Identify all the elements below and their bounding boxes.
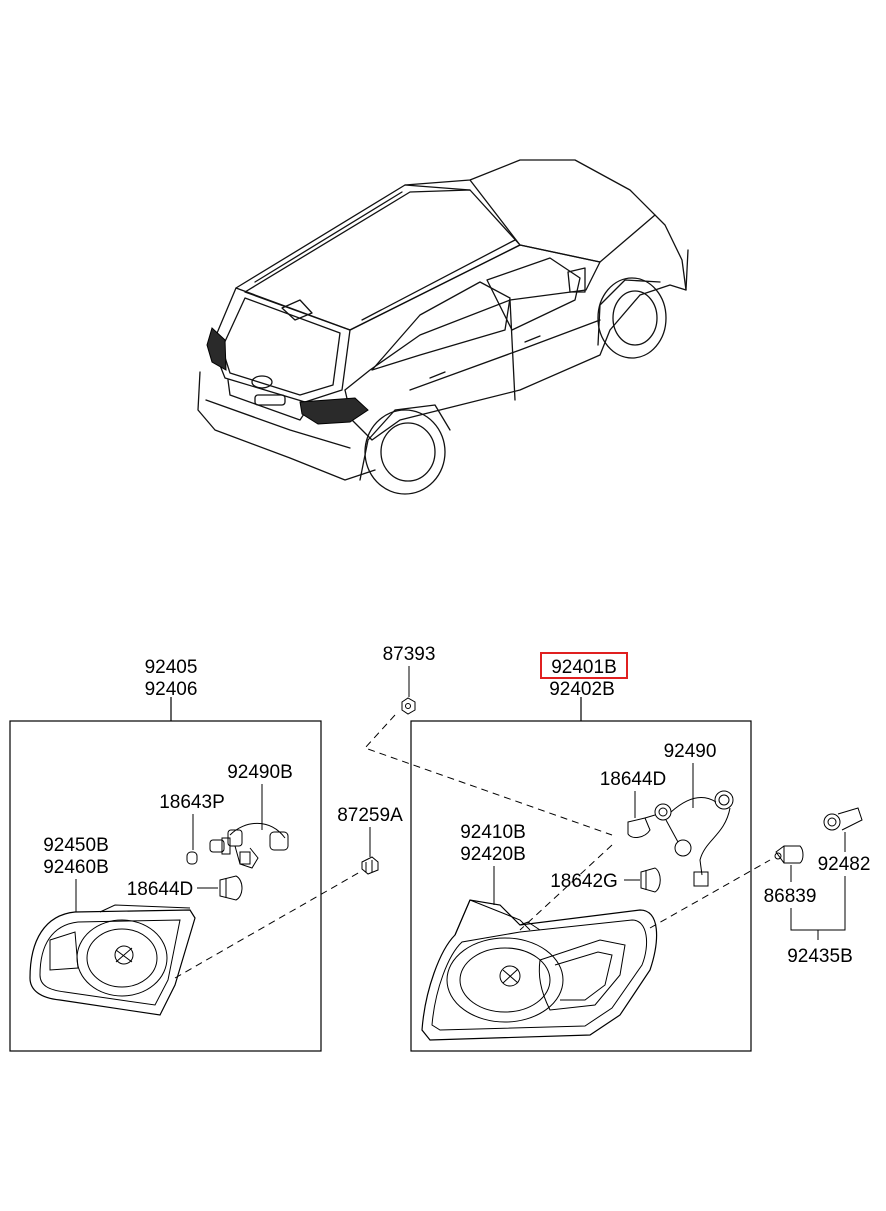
label-18644d-right: 18644D bbox=[600, 769, 667, 790]
label-92460b: 92460B bbox=[43, 857, 109, 878]
label-92450b: 92450B bbox=[43, 835, 109, 856]
label-92490: 92490 bbox=[664, 741, 717, 762]
nut-87393-icon bbox=[401, 697, 416, 715]
label-92482: 92482 bbox=[818, 854, 871, 875]
center-parts: 87393 87259A bbox=[337, 644, 613, 875]
bulb-18642g-icon bbox=[640, 867, 661, 893]
inner-lamp-group: 92405 92406 92490B 18643P 18644D 92450B bbox=[9, 657, 361, 1052]
inner-lamp-box bbox=[9, 720, 322, 1052]
label-92435b: 92435B bbox=[787, 946, 853, 967]
label-92405: 92405 bbox=[145, 657, 198, 678]
label-18644d-left: 18644D bbox=[127, 879, 194, 900]
label-92420b: 92420B bbox=[460, 844, 526, 865]
wiring-harness-outer-icon bbox=[654, 790, 734, 887]
bulb-18644d-left-icon bbox=[219, 875, 243, 901]
label-92406: 92406 bbox=[145, 679, 198, 700]
highlight-box bbox=[540, 652, 628, 679]
bulb-18643p-icon bbox=[186, 837, 231, 865]
screw-86839-icon bbox=[774, 845, 804, 864]
label-86839: 86839 bbox=[764, 886, 817, 907]
vehicle-illustration bbox=[197, 159, 689, 495]
label-92490b: 92490B bbox=[227, 762, 293, 783]
label-92401b[interactable]: 92401B bbox=[551, 657, 617, 678]
label-92402b: 92402B bbox=[549, 679, 615, 700]
bulb-18644d-right-icon bbox=[627, 814, 656, 838]
grommet-92482-icon bbox=[823, 807, 863, 831]
inner-lamp-lens-icon bbox=[29, 904, 196, 1016]
clip-87259a-icon bbox=[361, 856, 379, 875]
fastener-kit-group: 86839 92482 92435B bbox=[764, 807, 871, 967]
label-87259a: 87259A bbox=[337, 805, 403, 826]
label-18643p: 18643P bbox=[159, 792, 225, 813]
wiring-harness-inner-icon bbox=[227, 822, 289, 869]
label-18642g: 18642G bbox=[550, 871, 618, 892]
label-87393: 87393 bbox=[383, 644, 436, 665]
outer-lamp-group: 92401B 92402B 92490 18644D 92410B 92420B bbox=[410, 652, 771, 1052]
label-92410b: 92410B bbox=[460, 822, 526, 843]
outer-lamp-lens-icon bbox=[421, 899, 658, 1041]
